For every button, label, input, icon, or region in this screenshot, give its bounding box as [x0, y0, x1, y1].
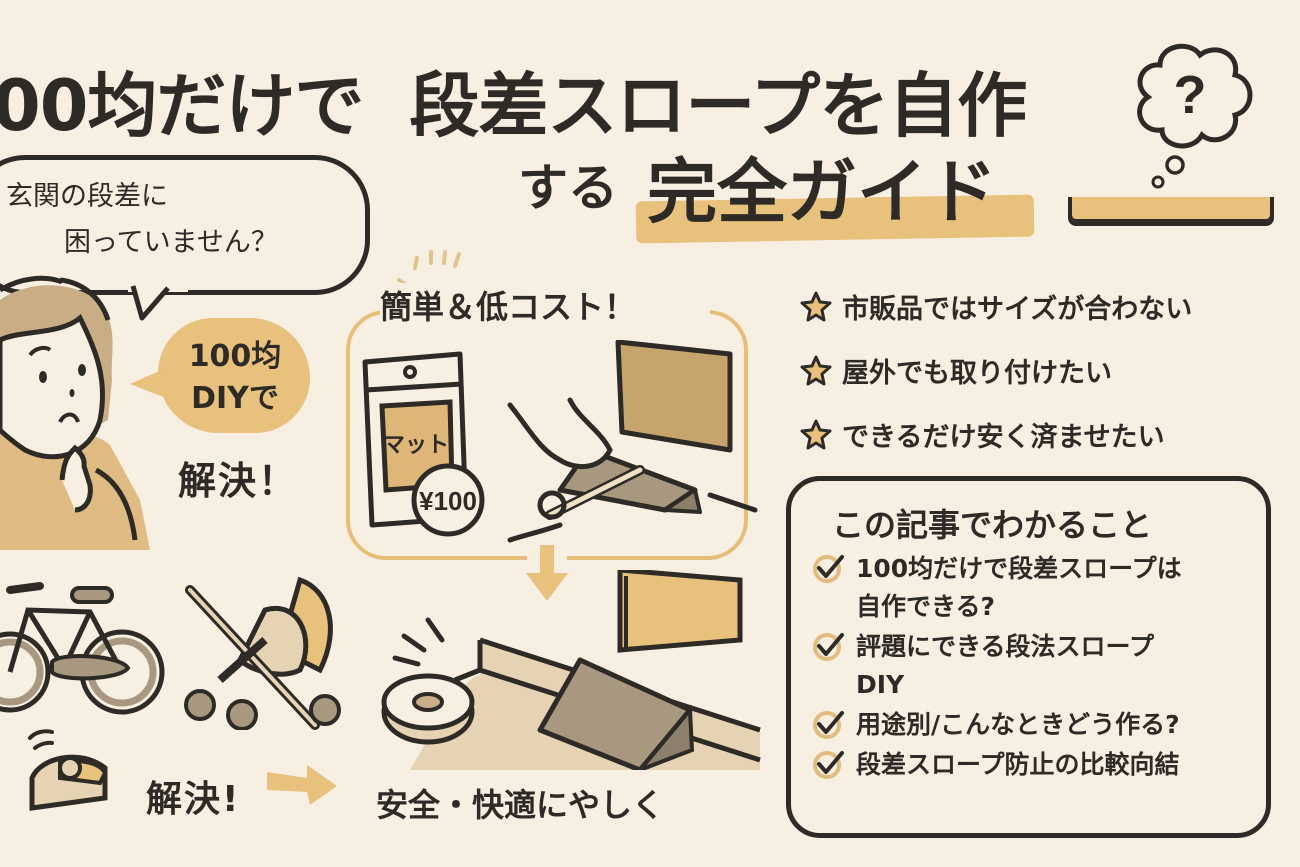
decorative-underline-bar	[1068, 197, 1274, 226]
price-tag: ¥100	[419, 486, 477, 516]
bicycle-icon	[0, 582, 165, 715]
thinking-woman-illustration	[0, 275, 150, 550]
slope-result-illustration	[381, 570, 761, 770]
right-arrow-icon	[267, 765, 337, 805]
check-icon	[813, 633, 844, 661]
cleaning-robot-icon	[28, 729, 108, 811]
check-icon	[813, 555, 844, 583]
result-caption: 安全・快適にやしく	[376, 786, 665, 824]
solve-label: 解決！	[178, 459, 299, 503]
solve-label-bottom: 解決!	[146, 779, 241, 820]
page-title-line1: 00均だけで段差スロープを自作	[0, 50, 1027, 151]
star-icon	[800, 291, 832, 322]
feature-text: 屋外でも取り付けたい	[842, 357, 1112, 389]
checklist-text: 用途別/こんなときどう作る?	[856, 710, 1180, 739]
package-label: マット	[383, 432, 449, 457]
svg-text:?: ?	[1174, 65, 1207, 125]
feature-text: 市販品ではサイズが合わない	[842, 293, 1193, 325]
speech-bubble	[0, 155, 370, 295]
check-icon	[813, 751, 844, 779]
answer-bubble-text: 100均 DIYで	[170, 336, 300, 420]
panel-title: 簡単＆低コスト！	[380, 288, 637, 326]
checklist-item: 用途別/こんなときどう作る?	[812, 706, 1246, 744]
cutting-mat-illustration: マット ¥100	[362, 340, 758, 543]
feature-text: できるだけ安く済ませたい	[842, 421, 1165, 453]
speech-bubble-text: 玄関の段差に 困っていません？	[6, 174, 278, 266]
speech-bubble-tail	[128, 282, 188, 321]
title-part-slope: 段差スロープを自作	[409, 65, 1027, 147]
speech-line-1: 玄関の段差に	[6, 181, 168, 212]
speech-line-2: 困っていません？	[64, 227, 278, 258]
sparkle-lines-icon	[397, 250, 461, 283]
summary-box-title: この記事でわかること	[832, 506, 1153, 544]
feature-item: 市販品ではサイズが合わない	[800, 274, 1192, 338]
check-icon	[813, 711, 844, 739]
checklist-item: 100均だけで段差スロープは 自作できる?	[812, 550, 1246, 626]
checklist-item: 段差スロープ防止の比較向結	[812, 746, 1246, 784]
question-thought-cloud-icon: ?	[1137, 43, 1253, 189]
stroller-icon	[184, 576, 341, 730]
star-icon	[800, 419, 832, 450]
answer-line-1: 100均	[188, 339, 282, 374]
feature-item: 屋外でも取り付けたい	[800, 338, 1192, 402]
panel-frame-gap	[380, 296, 710, 322]
summary-box	[786, 476, 1271, 838]
summary-checklist: 100均だけで段差スロープは 自作できる? 評題にできる段法スロープ DIY 用…	[812, 550, 1246, 786]
checklist-item: 評題にできる段法スロープ DIY	[812, 628, 1246, 704]
title-part-100yen: 00均だけで	[0, 65, 364, 147]
feature-item: できるだけ安く済ませたい	[800, 402, 1192, 466]
checklist-text: 段差スロープ防止の比較向結	[856, 750, 1180, 779]
feature-list: 市販品ではサイズが合わない 屋外でも取り付けたい できるだけ安く済ませたい	[800, 274, 1192, 466]
down-arrow-icon	[526, 545, 568, 601]
page-title-line2-suru: する	[518, 159, 618, 217]
page-title-line2-guide: 完全ガイド	[647, 151, 997, 233]
checklist-text: 100均だけで段差スロープは 自作できる?	[856, 554, 1182, 621]
answer-bubble-tail	[130, 368, 166, 398]
answer-bubble	[158, 318, 310, 433]
checklist-text: 評題にできる段法スロープ DIY	[856, 632, 1155, 699]
answer-line-2: DIYで	[191, 381, 279, 416]
star-icon	[800, 355, 832, 386]
